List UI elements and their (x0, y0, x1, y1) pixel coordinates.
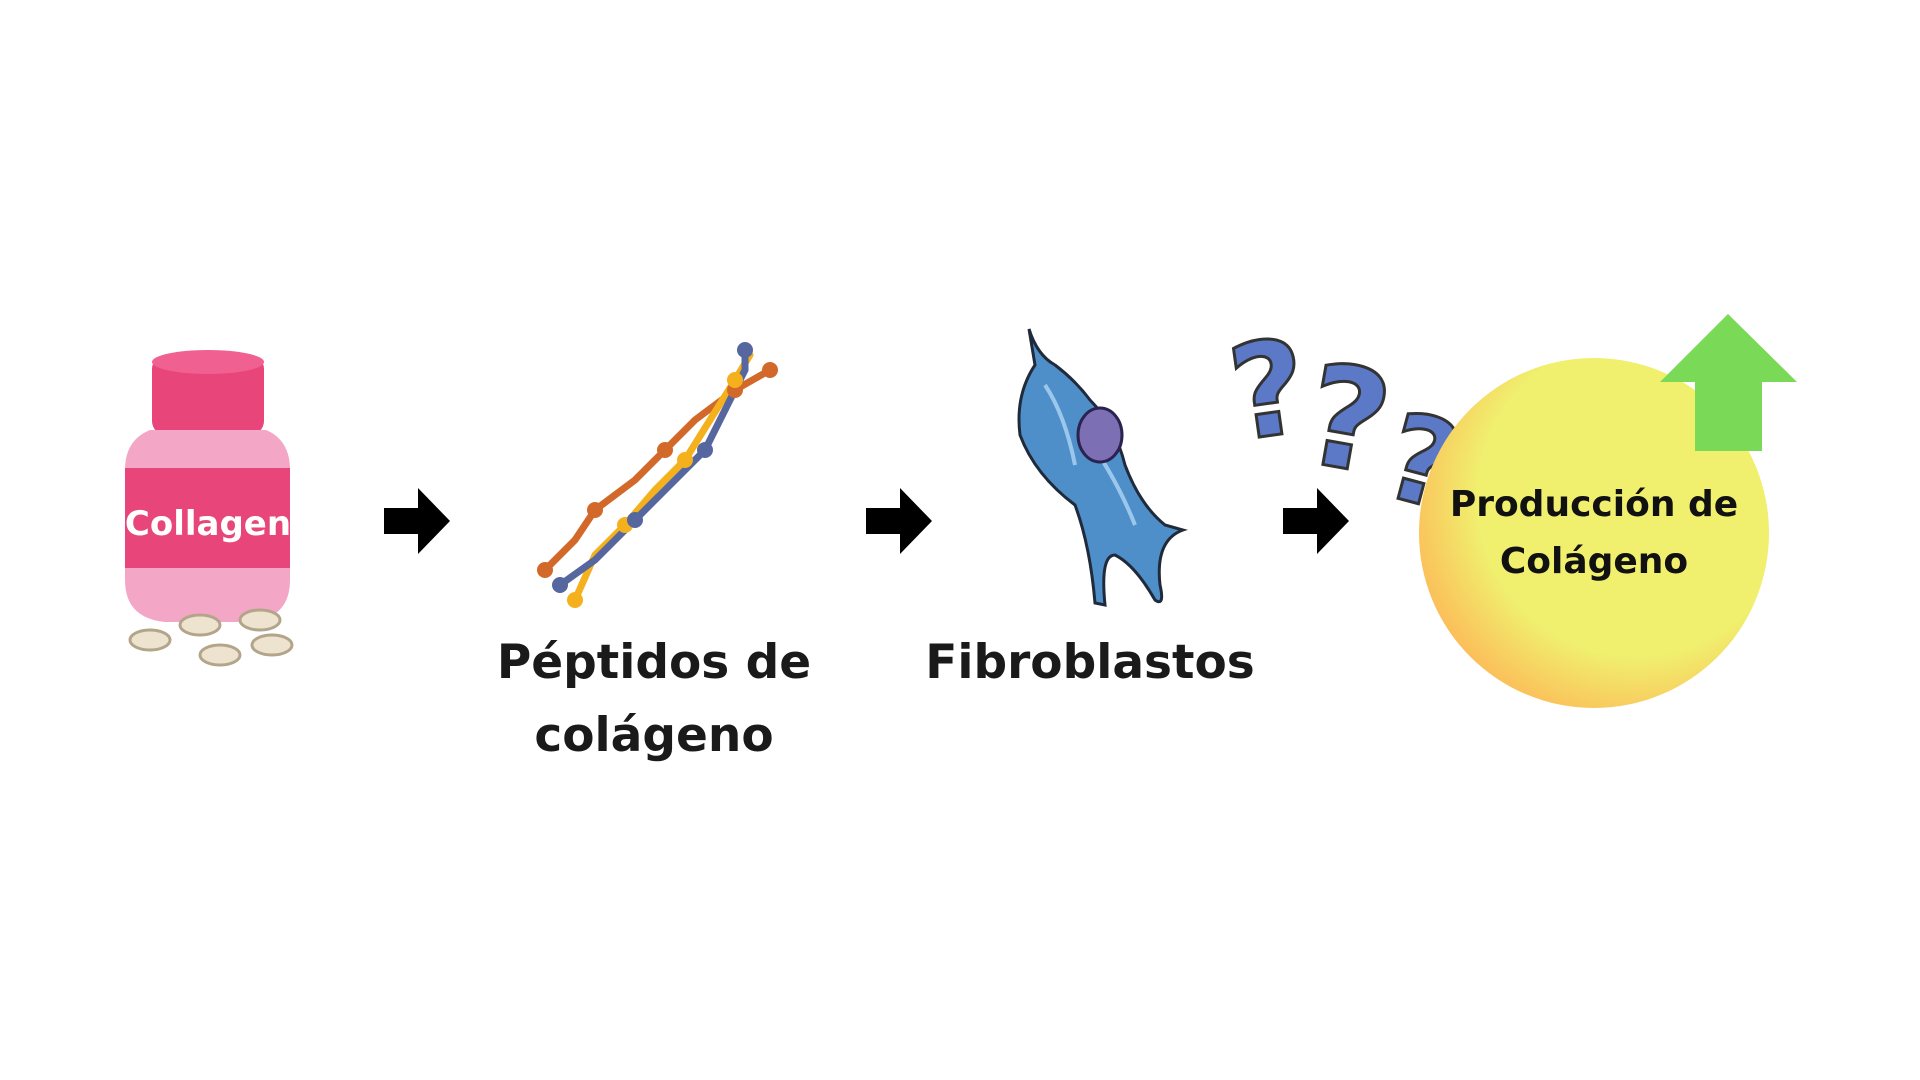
arrow-right-icon (384, 488, 450, 554)
arrow-right-icon (866, 488, 932, 554)
bottle-label: Collagen (125, 504, 291, 544)
result-circle (1419, 358, 1769, 708)
peptides-label-line1: Péptidos de (496, 635, 812, 690)
peptides-label-line2: colágeno (534, 708, 774, 763)
peptide-chain-illustration (537, 342, 778, 608)
result-label: Producción de Colágeno (1420, 476, 1768, 590)
up-arrow-icon (1660, 314, 1797, 451)
collagen-bottle-illustration: Collagen (125, 350, 294, 667)
fibroblasts-label: Fibroblastos (925, 635, 1255, 690)
arrow-right-icon (1283, 488, 1349, 554)
result-label-line2: Colágeno (1499, 541, 1689, 582)
result-label-line1: Producción de (1449, 484, 1739, 525)
fibroblast-cell-illustration (1017, 328, 1188, 607)
peptides-label: Péptidos de colágeno (454, 626, 854, 772)
